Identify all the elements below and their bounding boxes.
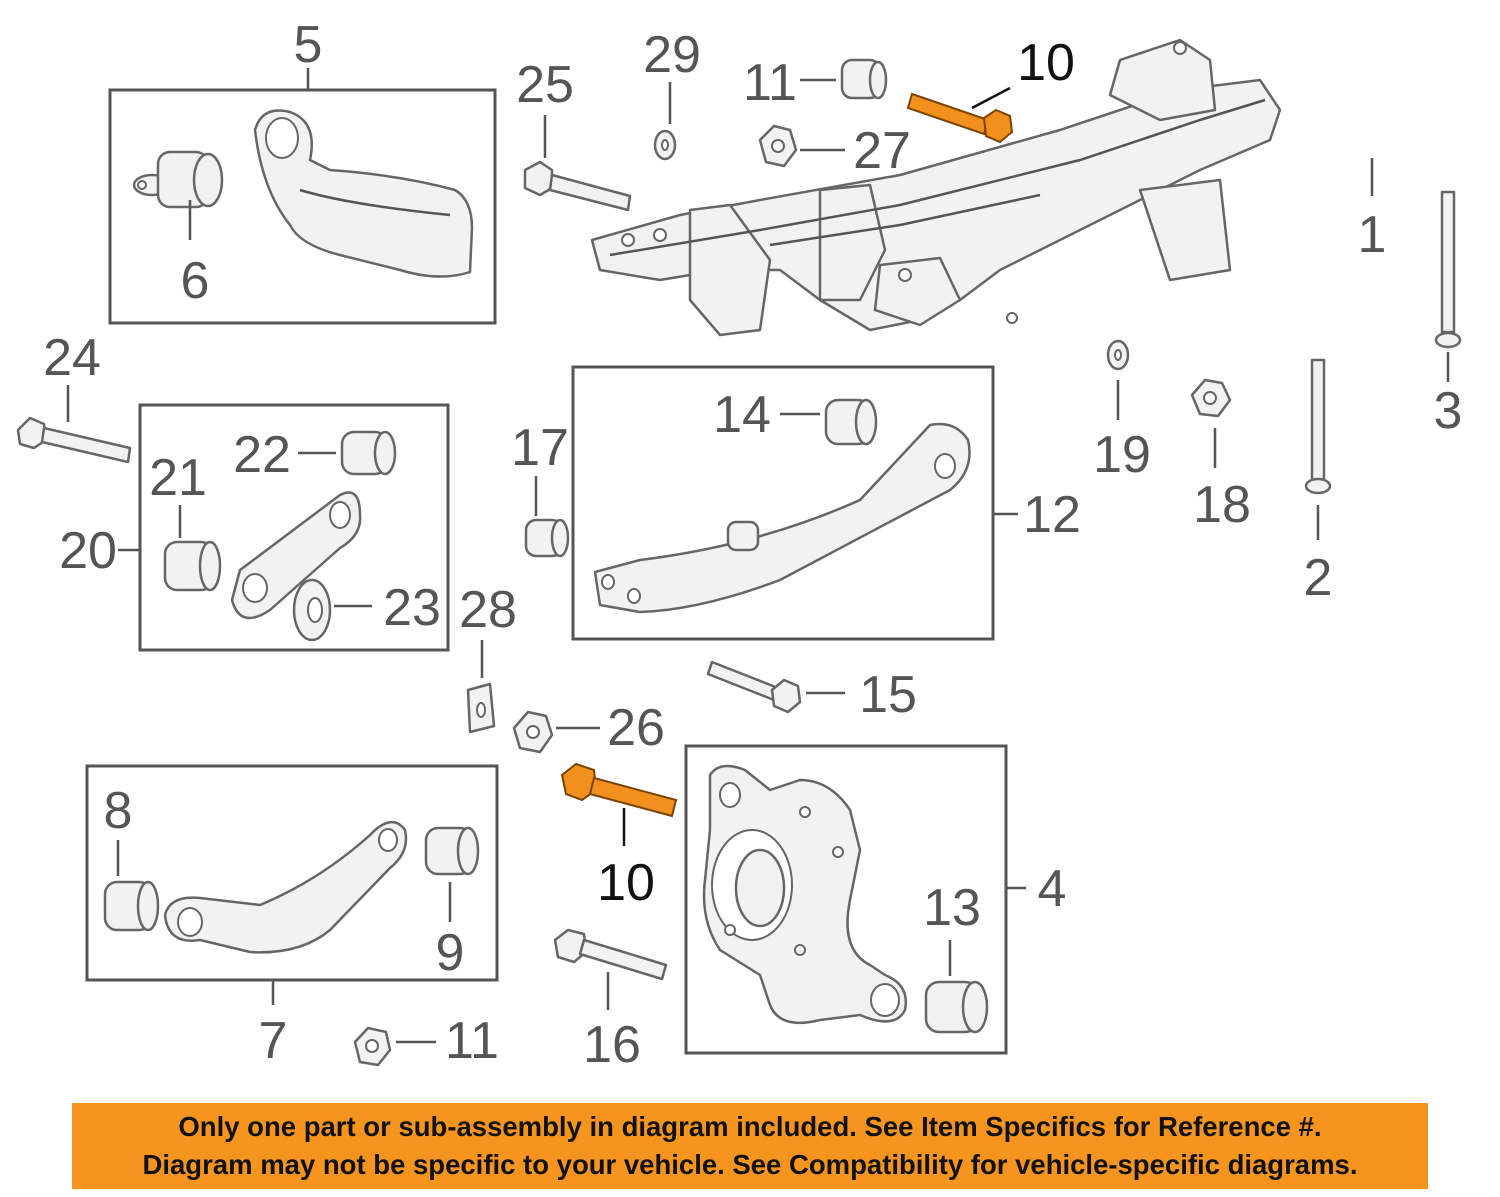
callout-22: 22 [233, 426, 291, 484]
part-23-bushing [292, 578, 332, 642]
callout-2: 2 [1304, 549, 1333, 607]
part-10-bolt-bottom [560, 762, 678, 818]
callout-3: 3 [1434, 382, 1463, 440]
group-box-7 [85, 764, 499, 982]
part-26-nut [512, 710, 554, 754]
callout-19: 19 [1093, 426, 1151, 484]
part-12-lower-arm [593, 422, 971, 614]
part-18-nut [1190, 378, 1232, 418]
callout-8: 8 [104, 782, 133, 840]
part-17-bushing [524, 518, 570, 558]
callout-21: 21 [149, 449, 207, 507]
part-7-arm [163, 821, 408, 954]
part-9-bushing [424, 826, 480, 876]
part-25-bolt [523, 160, 632, 212]
callout-6: 6 [181, 252, 210, 310]
part-24-bolt [16, 416, 132, 464]
part-14-bushing [824, 398, 878, 446]
part-4-knuckle [702, 764, 908, 1025]
callout-10-top: 10 [1017, 34, 1075, 92]
part-8-bushing [103, 880, 160, 932]
part-5-trailing-arm [253, 109, 474, 278]
part-6-bushing [132, 150, 224, 209]
callout-29: 29 [643, 26, 701, 84]
callout-20: 20 [59, 522, 117, 580]
callout-7: 7 [259, 1012, 288, 1070]
part-22-bushing [340, 430, 397, 476]
part-27-nut [758, 124, 798, 168]
callout-12: 12 [1023, 486, 1081, 544]
part-11-nut-bottom [353, 1026, 392, 1067]
callout-11-bottom: 11 [445, 1012, 499, 1070]
part-20-link [230, 491, 362, 620]
part-13-bushing [924, 980, 989, 1034]
part-15-bolt [706, 660, 802, 714]
callout-13: 13 [923, 879, 981, 937]
part-28-plate [466, 682, 496, 734]
callout-26: 26 [607, 699, 665, 757]
callout-28: 28 [459, 581, 517, 639]
callout-27: 27 [853, 122, 911, 180]
part-1-crossmember [590, 38, 1282, 337]
callout-17: 17 [511, 419, 569, 477]
group-box-20 [138, 403, 450, 652]
part-11-nut-top [840, 58, 888, 100]
part-21-bushing [163, 540, 222, 592]
group-box-5 [108, 88, 497, 325]
part-10-bolt-top [906, 92, 1014, 144]
callout-14: 14 [713, 386, 771, 444]
disclaimer-line-2: Diagram may not be specific to your vehi… [142, 1149, 1358, 1180]
callout-1: 1 [1358, 206, 1387, 264]
callout-11-top: 11 [743, 54, 797, 112]
part-2-stud [1304, 358, 1332, 495]
disclaimer-line-1: Only one part or sub-assembly in diagram… [178, 1111, 1322, 1142]
group-box-4 [684, 744, 1008, 1055]
leader-10-top [971, 86, 1011, 110]
part-3-stud [1434, 190, 1462, 349]
callout-18: 18 [1193, 476, 1251, 534]
callout-5: 5 [294, 16, 323, 74]
disclaimer-banner: Only one part or sub-assembly in diagram… [72, 1103, 1428, 1189]
callout-16: 16 [583, 1016, 641, 1074]
callout-24: 24 [43, 329, 101, 387]
callout-23: 23 [383, 579, 441, 637]
callout-25: 25 [516, 56, 574, 114]
callout-4: 4 [1038, 860, 1067, 918]
group-box-12 [571, 365, 995, 641]
callout-10-bottom: 10 [597, 854, 655, 912]
callout-15: 15 [859, 666, 917, 724]
callout-9: 9 [436, 924, 465, 982]
part-16-bolt [553, 928, 668, 981]
